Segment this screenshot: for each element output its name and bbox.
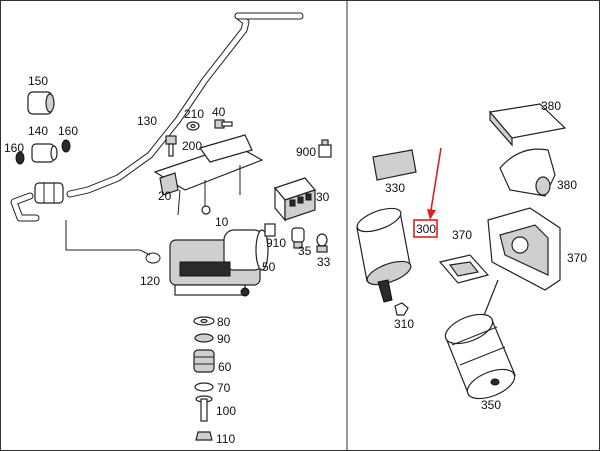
part-50-compressor[interactable] bbox=[169, 229, 269, 297]
label-80: 80 bbox=[217, 315, 231, 329]
part-350-filter[interactable] bbox=[441, 309, 518, 405]
label-300: 300 bbox=[416, 222, 436, 236]
part-120-clamp[interactable] bbox=[145, 252, 161, 264]
label-35: 35 bbox=[298, 244, 312, 258]
label-330: 330 bbox=[385, 181, 405, 195]
part-70-washer[interactable] bbox=[194, 382, 214, 392]
part-30-relay-block[interactable] bbox=[273, 177, 317, 222]
label-120: 120 bbox=[140, 274, 160, 288]
part-40-bolt[interactable] bbox=[214, 119, 233, 129]
part-33-fitting[interactable] bbox=[316, 233, 328, 253]
part-35-fitting[interactable] bbox=[291, 227, 305, 249]
part-60-rubber-mount[interactable] bbox=[193, 349, 215, 373]
part-80-washer[interactable] bbox=[193, 316, 215, 326]
part-380-lid[interactable] bbox=[488, 103, 567, 147]
label-20: 20 bbox=[158, 189, 172, 203]
part-300-canister[interactable] bbox=[354, 204, 413, 303]
part-370-bracket[interactable] bbox=[438, 254, 490, 284]
label-110: 110 bbox=[216, 432, 235, 446]
part-150-filter-cap[interactable] bbox=[27, 91, 55, 115]
label-160-left: 160 bbox=[4, 141, 24, 155]
hose-130[interactable] bbox=[10, 12, 304, 222]
part-910-plug[interactable] bbox=[264, 223, 276, 237]
label-150: 150 bbox=[28, 74, 48, 88]
leader-120 bbox=[65, 220, 151, 256]
label-380-top: 380 bbox=[541, 99, 561, 113]
label-900: 900 bbox=[296, 145, 316, 159]
label-130: 130 bbox=[137, 114, 157, 128]
part-210-washer[interactable] bbox=[186, 121, 200, 131]
part-900-connector[interactable] bbox=[318, 139, 332, 158]
label-200: 200 bbox=[182, 139, 202, 153]
label-40: 40 bbox=[212, 105, 226, 119]
label-910: 910 bbox=[266, 236, 286, 250]
label-70: 70 bbox=[217, 381, 231, 395]
part-380-cover[interactable] bbox=[499, 148, 556, 197]
label-90: 90 bbox=[217, 332, 231, 346]
part-140-filter[interactable] bbox=[31, 143, 58, 163]
highlight-arrow bbox=[427, 147, 442, 220]
label-310: 310 bbox=[394, 317, 414, 331]
label-50: 50 bbox=[262, 260, 276, 274]
part-330-pad[interactable] bbox=[372, 149, 417, 181]
part-100-bolt[interactable] bbox=[195, 395, 213, 422]
label-30: 30 bbox=[316, 190, 330, 204]
hose-filter[interactable] bbox=[34, 182, 64, 204]
label-370-left: 370 bbox=[452, 228, 472, 242]
label-350: 350 bbox=[481, 398, 501, 412]
label-60: 60 bbox=[218, 360, 232, 374]
label-210: 210 bbox=[184, 107, 204, 121]
label-140: 140 bbox=[28, 124, 48, 138]
label-160-right: 160 bbox=[58, 124, 78, 138]
part-20-bracket[interactable] bbox=[153, 134, 264, 216]
part-310-nut[interactable] bbox=[394, 302, 409, 316]
highlight-box-300[interactable] bbox=[413, 219, 438, 238]
part-110-nut[interactable] bbox=[195, 431, 213, 441]
part-90-spacer[interactable] bbox=[194, 333, 214, 343]
label-33: 33 bbox=[317, 255, 331, 269]
part-200-bolt[interactable] bbox=[165, 135, 177, 157]
label-100: 100 bbox=[216, 404, 236, 418]
label-10: 10 bbox=[215, 215, 229, 229]
label-370-right: 370 bbox=[567, 251, 587, 265]
label-380-bottom: 380 bbox=[557, 178, 577, 192]
part-160-clamp-right[interactable] bbox=[61, 139, 71, 153]
part-160-clamp-left[interactable] bbox=[15, 151, 25, 165]
part-370-housing[interactable] bbox=[487, 207, 561, 291]
